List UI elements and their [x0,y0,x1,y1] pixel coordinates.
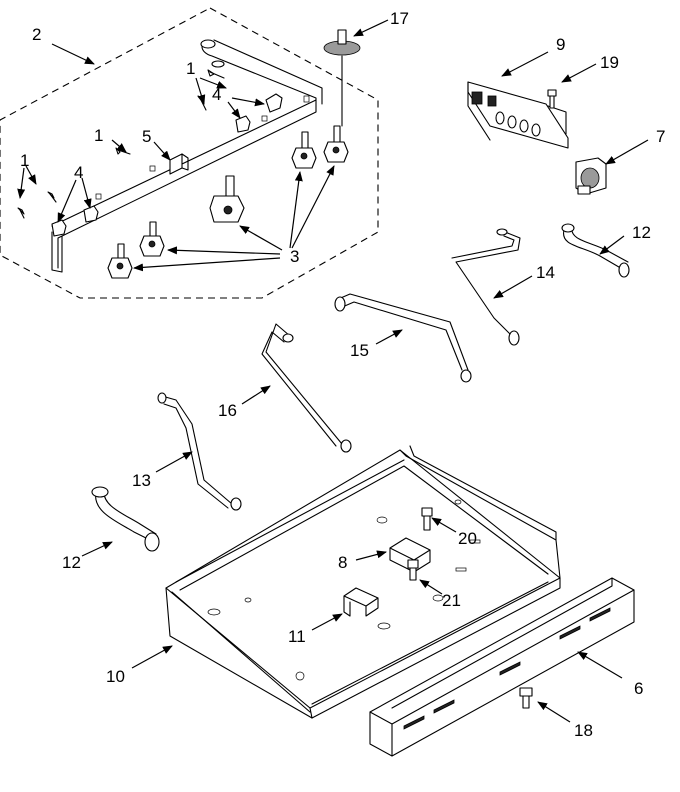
knob-part-17 [323,29,361,127]
callout-14: 14 [536,263,555,282]
bracket-part-8 [389,537,431,573]
callout-9: 9 [556,35,565,54]
callout-12-b: 12 [62,553,81,572]
callout-17: 17 [390,9,409,28]
tube-part-13 [157,392,242,511]
screw-part-20 [421,507,433,531]
callout-4-b: 4 [74,163,83,182]
callout-5: 5 [142,127,151,146]
manifold-assembly-boundary [0,7,379,299]
screw-part-1 [17,69,225,219]
bracket-part-5 [169,153,189,175]
callout-7: 7 [656,127,665,146]
manifold-pipe [51,39,323,273]
callout-10: 10 [106,667,125,686]
screw-part-21 [407,559,419,581]
callout-19: 19 [600,53,619,72]
ignition-switch-part-9 [467,81,569,149]
callout-3: 3 [290,247,299,266]
tube-part-12-upper [561,223,630,278]
callout-12-a: 12 [632,223,651,242]
callout-11: 11 [288,627,306,646]
burner-valve-part-3 [107,125,349,279]
callout-6: 6 [634,679,643,698]
callout-labels: 1 1 1 2 3 4 4 5 6 7 8 9 10 11 12 12 13 1… [20,9,665,740]
callout-20: 20 [458,529,477,548]
callout-1-a: 1 [186,59,195,78]
callout-18: 18 [574,721,593,740]
tube-part-15 [334,293,472,383]
callout-1-b: 1 [94,126,103,145]
screw-part-18 [519,687,533,709]
front-panel-part-6 [369,577,635,757]
screw-part-19 [547,89,557,109]
callout-15: 15 [350,341,369,360]
callout-2: 2 [32,25,41,44]
callout-13: 13 [132,471,151,490]
callout-8: 8 [338,553,347,572]
callout-4-a: 4 [212,85,221,104]
tube-part-16 [261,323,352,453]
regulator-part-7 [575,157,607,195]
base-pan-part-10 [165,445,561,719]
tube-part-12-lower [91,486,160,552]
clip-part-4 [51,93,283,237]
callout-21: 21 [442,591,461,610]
tube-part-14 [451,228,521,346]
leader-lines [17,19,649,723]
bracket-part-11 [343,587,379,617]
callout-16: 16 [218,401,237,420]
callout-1-c: 1 [20,151,29,170]
